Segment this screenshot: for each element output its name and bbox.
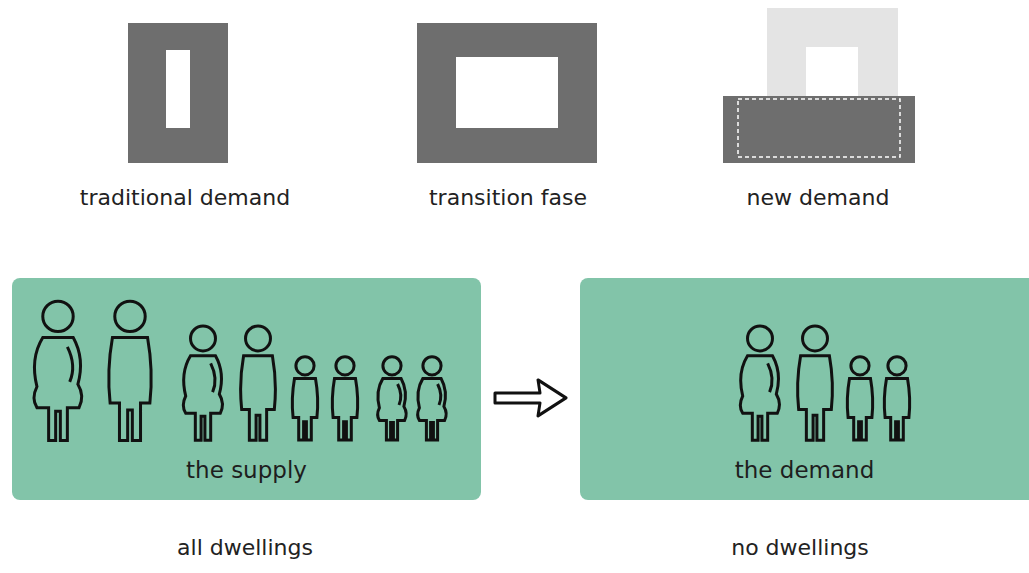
panel-box: the supply [12,278,481,500]
caption-label: new demand [658,185,978,211]
panel-title: the supply [186,456,307,484]
green-panels [12,278,1029,500]
caption-label: transition fase [348,185,668,211]
caption-label: all dwellings [85,535,405,561]
demand-shapes [128,8,915,163]
panel-title: the demand [735,456,874,484]
caption-label: traditional demand [25,185,345,211]
caption-label: no dwellings [640,535,960,561]
panel-box: the demand [580,278,1029,500]
people-figures [34,301,910,440]
flow-arrow [495,380,566,416]
